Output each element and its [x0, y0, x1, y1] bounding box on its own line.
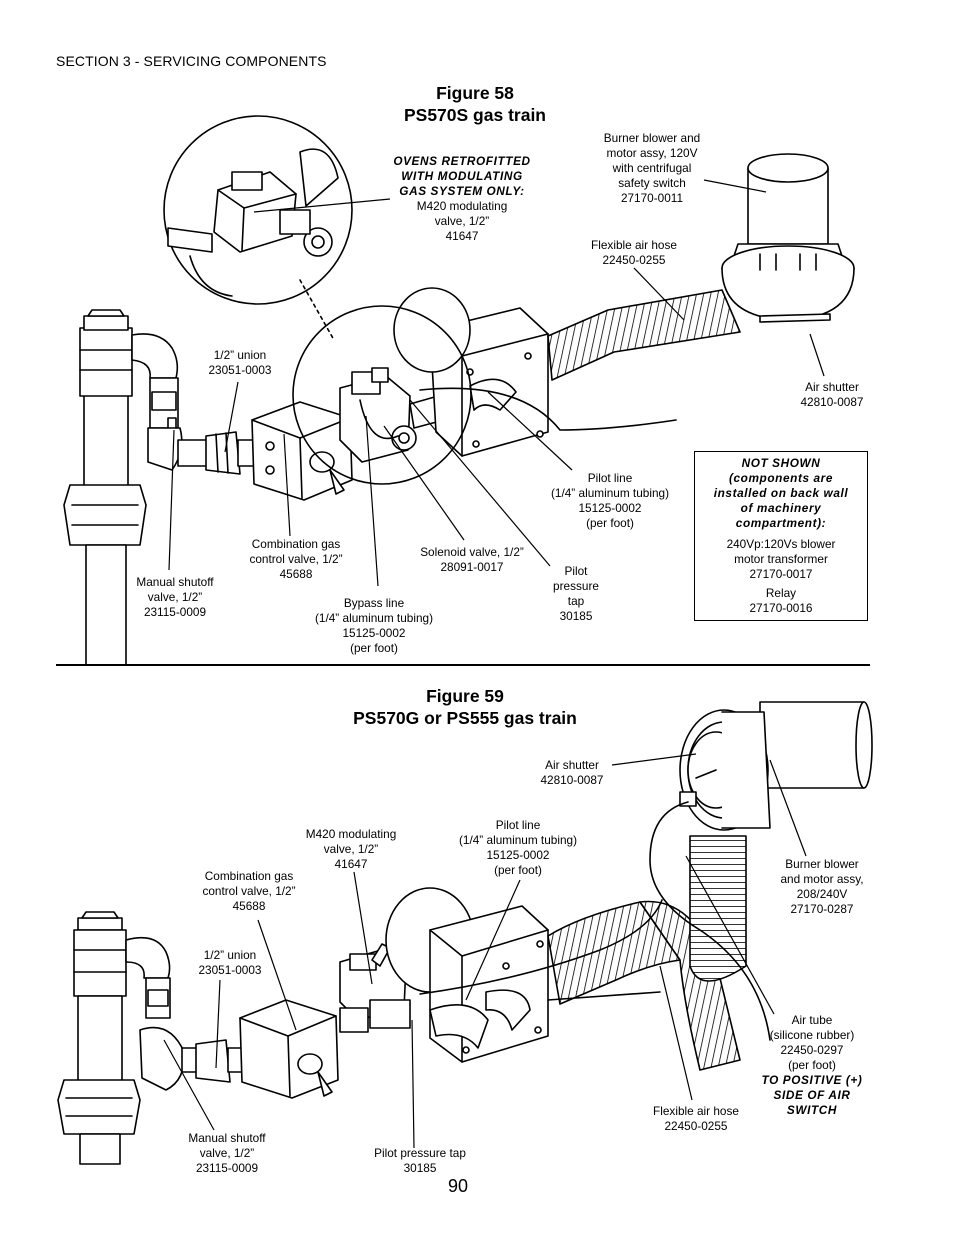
- fig59-m420-modulating-valve-label: M420 modulating valve, 1/2” 41647: [305, 827, 397, 871]
- fig58-inset-drawing: [168, 149, 338, 296]
- figure-59-title: Figure 59 PS570G or PS555 gas train: [320, 685, 610, 729]
- fig59-drawing: [58, 702, 872, 1164]
- fig59-manual-shutoff-label: Manual shutoff valve, 1/2” 23115-0009: [188, 1131, 266, 1175]
- not-shown-transformer: 240Vp:120Vs blower motor transformer 271…: [726, 537, 836, 581]
- fig58-m420-modulating-valve-label: OVENS RETROFITTED WITH MODULATING GAS SY…: [393, 154, 531, 243]
- fig58-pilot-tap-label: Pilot pressure tap 30185: [553, 564, 599, 623]
- section-header: SECTION 3 - SERVICING COMPONENTS: [56, 53, 327, 69]
- figure-58-number: Figure 58: [436, 83, 514, 103]
- fig58-drawing: [64, 154, 854, 665]
- fig59-air-shutter-label: Air shutter 42810-0087: [540, 758, 604, 787]
- figure-58-title: Figure 58 PS570S gas train: [340, 82, 610, 126]
- figure-58-caption: PS570S gas train: [403, 105, 547, 125]
- not-shown-relay: Relay 27170-0016: [749, 586, 813, 615]
- figure-59-caption: PS570G or PS555 gas train: [353, 708, 577, 728]
- fig59-combination-valve-label: Combination gas control valve, 1/2” 4568…: [202, 869, 296, 913]
- figure-59-number: Figure 59: [426, 686, 504, 706]
- fig59-air-tube-label: Air tube (silicone rubber) 22450-0297 (p…: [761, 1013, 863, 1117]
- fig59-pilot-line-label: Pilot line (1/4” aluminum tubing) 15125-…: [458, 818, 578, 877]
- fig58-air-shutter-label: Air shutter 42810-0087: [800, 380, 864, 409]
- fig58-solenoid-valve-label: Solenoid valve, 1/2” 28091-0017: [420, 545, 524, 574]
- section-divider: [56, 664, 870, 666]
- fig59-union-label: 1/2” union 23051-0003: [198, 948, 262, 977]
- fig58-union-label: 1/2” union 23051-0003: [208, 348, 272, 377]
- fig58-manual-shutoff-label: Manual shutoff valve, 1/2” 23115-0009: [136, 575, 214, 619]
- fig59-pilot-tap-label: Pilot pressure tap 30185: [374, 1146, 466, 1175]
- page-number: 90: [448, 1176, 469, 1196]
- fig58-combination-valve-label: Combination gas control valve, 1/2” 4568…: [249, 537, 343, 581]
- not-shown-heading: NOT SHOWN (components are installed on b…: [713, 456, 849, 530]
- fig58-bypass-line-label: Bypass line (1/4” aluminum tubing) 15125…: [314, 596, 434, 655]
- fig59-burner-blower-label: Burner blower and motor assy, 208/240V 2…: [780, 857, 864, 916]
- leader-lines: [164, 180, 824, 1148]
- fig58-burner-blower-label: Burner blower and motor assy, 120V with …: [603, 131, 701, 205]
- fig58-pilot-line-label: Pilot line (1/4” aluminum tubing) 15125-…: [550, 471, 670, 530]
- fig59-air-hose-label: Flexible air hose 22450-0255: [653, 1104, 739, 1133]
- fig58-air-hose-label: Flexible air hose 22450-0255: [591, 238, 677, 267]
- not-shown-box: NOT SHOWN (components are installed on b…: [694, 451, 868, 621]
